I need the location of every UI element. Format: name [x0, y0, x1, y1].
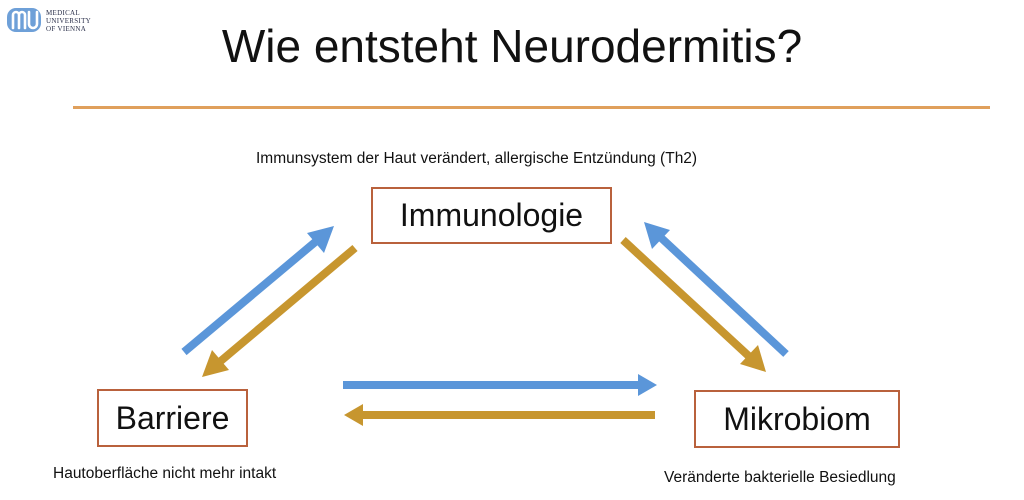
node-immunologie: Immunologie — [371, 187, 612, 244]
arrowhead-barriere-to-mikrobiom — [638, 374, 657, 396]
mikrobiom-caption: Veränderte bakterielle Besiedlung — [664, 469, 896, 486]
barriere-caption: Hautoberfläche nicht mehr intakt — [53, 465, 277, 482]
node-mikrobiom: Mikrobiom — [694, 390, 900, 448]
arrow-barriere-to-immunologie — [181, 234, 323, 356]
title-divider — [73, 106, 990, 109]
arrow-mikrobiom-to-immunologie — [654, 231, 789, 357]
immunologie-caption: Immunsystem der Haut verändert, allergis… — [256, 150, 698, 167]
logo-line-3: OF VIENNA — [46, 25, 87, 33]
arrowhead-immunologie-to-mikrobiom — [740, 345, 766, 372]
arrowhead-mikrobiom-to-barriere — [344, 404, 363, 426]
university-logo: MEDICAL UNIVERSITY OF VIENNA — [6, 4, 116, 36]
node-barriere: Barriere — [97, 389, 248, 447]
logo-line-1: MEDICAL — [46, 9, 80, 17]
logo-line-2: UNIVERSITY — [46, 17, 91, 25]
arrowhead-mikrobiom-to-immunologie — [644, 222, 670, 249]
arrowhead-barriere-to-immunologie — [307, 226, 334, 253]
arrowhead-immunologie-to-barriere — [202, 350, 229, 377]
university-logo-text: MEDICAL UNIVERSITY OF VIENNA — [46, 9, 91, 33]
university-logo-icon — [7, 8, 41, 32]
arrow-immunologie-to-barriere — [213, 244, 358, 369]
slide-title: Wie entsteht Neurodermitis? — [221, 20, 803, 72]
arrow-immunologie-to-mikrobiom — [620, 237, 756, 363]
